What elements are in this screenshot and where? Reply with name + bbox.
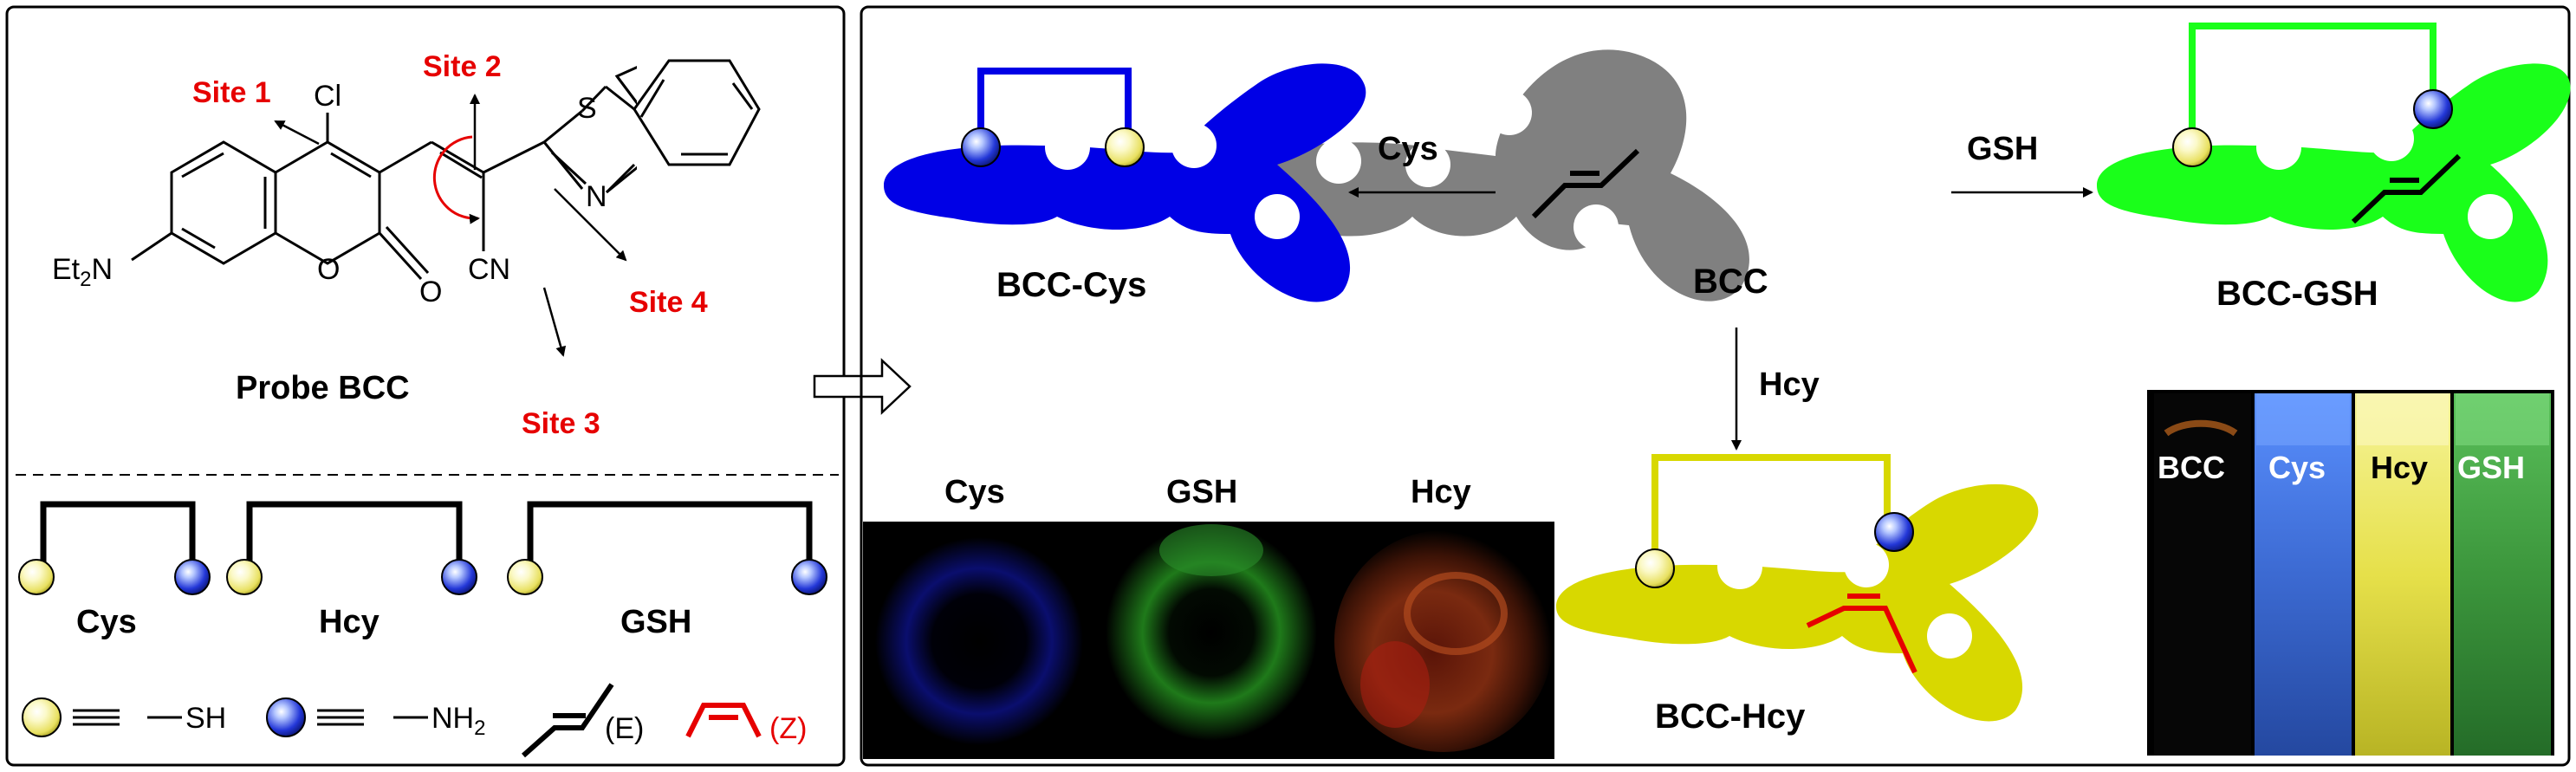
vial-hcy-label: Hcy — [2371, 450, 2428, 485]
arrow-gsh-label: GSH — [1967, 131, 2038, 167]
thiazole-link — [581, 85, 636, 194]
bcc-gsh-molecule — [2097, 23, 2571, 302]
site-2-label: Site 2 — [423, 50, 502, 83]
legend-z-isomer — [685, 703, 762, 738]
vial-cys-label: Cys — [2268, 450, 2326, 485]
arrow-cys-label: Cys — [1378, 131, 1438, 167]
cell-hcy-label: Hcy — [1411, 474, 1471, 510]
atom-cl: Cl — [314, 80, 341, 113]
legend-e-isomer — [522, 683, 614, 758]
atom-o-ring: O — [317, 253, 340, 286]
legend-sh-text: SH — [185, 702, 226, 735]
bcc-grey-molecule — [1241, 49, 1749, 302]
legend-nh2-text: NH2 — [431, 702, 485, 740]
probe-bcc-label: Probe BCC — [236, 370, 410, 406]
thiol-cys-label: Cys — [76, 604, 137, 640]
site-3-label: Site 3 — [522, 407, 600, 440]
bcc-cys-label: BCC-Cys — [996, 266, 1146, 304]
atom-n: N — [586, 180, 607, 213]
site-arrows — [274, 94, 627, 357]
benzothiazole-benzo — [633, 59, 761, 166]
cell-image-gsh — [1095, 522, 1326, 759]
atom-cn: CN — [468, 253, 510, 286]
arrow-hcy-label: Hcy — [1759, 367, 1820, 403]
bcc-center-label: BCC — [1693, 263, 1768, 301]
cell-image-cys — [863, 522, 1095, 759]
site-4-label: Site 4 — [629, 286, 708, 319]
vial-bcc-label: BCC — [2157, 450, 2225, 485]
vial-gsh-label: GSH — [2457, 450, 2525, 485]
legend-sh: SH — [22, 697, 226, 737]
thiol-balls — [18, 559, 827, 595]
vial-photo — [2147, 390, 2554, 756]
atom-o-carbonyl: O — [419, 276, 442, 308]
thiol-gsh-label: GSH — [620, 604, 691, 640]
thiol-brackets — [40, 501, 813, 563]
bcc-hcy-label: BCC-Hcy — [1655, 697, 1806, 736]
thiol-hcy-label: Hcy — [319, 604, 380, 640]
bcc-hcy-molecule — [1556, 454, 2039, 722]
legend-e-label: (E) — [605, 712, 644, 745]
rotation-arrow-icon — [432, 135, 480, 224]
bcc-gsh-label: BCC-GSH — [2216, 275, 2378, 313]
bcc-cys-molecule — [884, 63, 1366, 302]
amine-group: Et2N — [52, 253, 113, 291]
reaction-arrows — [1348, 187, 2093, 451]
ring-mask-2 — [637, 35, 767, 199]
site-1-label: Site 1 — [192, 76, 271, 109]
cell-image-hcy — [1326, 522, 1554, 759]
legend-nh2: NH2 — [266, 697, 485, 740]
cell-cys-label: Cys — [944, 474, 1005, 510]
atom-s: S — [577, 92, 597, 125]
right-panel-frame — [860, 5, 2571, 767]
cell-gsh-label: GSH — [1166, 474, 1237, 510]
legend-z-label: (Z) — [769, 712, 807, 745]
